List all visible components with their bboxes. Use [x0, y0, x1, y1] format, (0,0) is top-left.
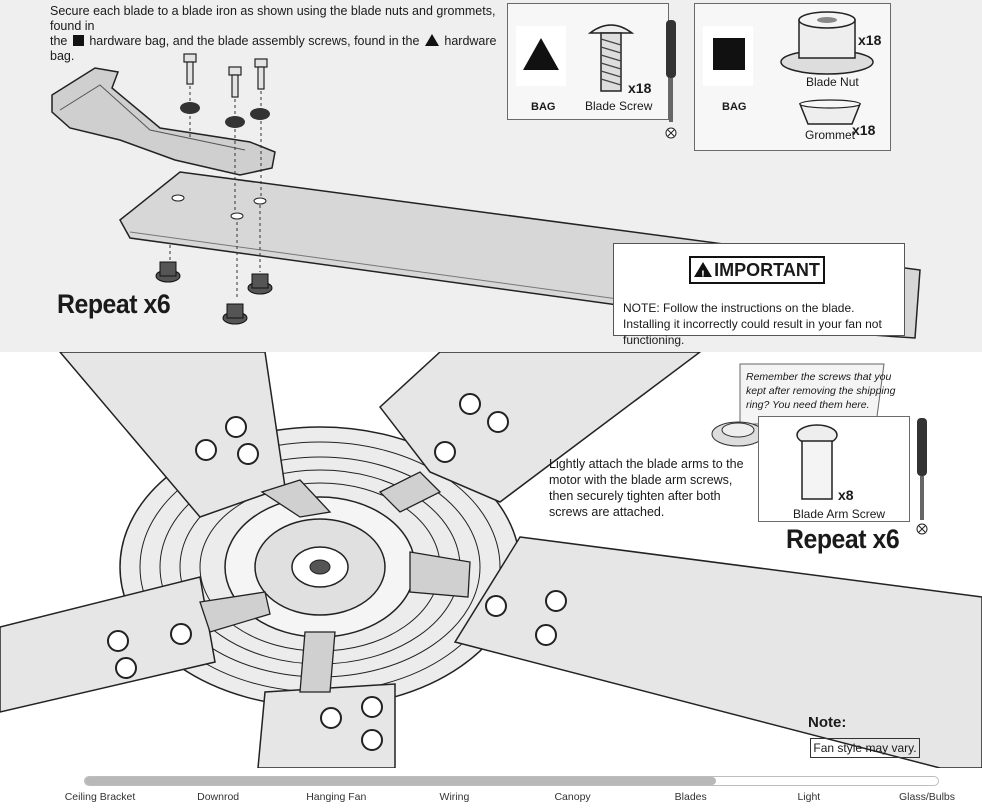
- blade-arm-screw-label: Blade Arm Screw: [793, 507, 886, 521]
- attach-instructions: Lightly attach the blade arms to the mot…: [549, 457, 744, 519]
- step-blades[interactable]: Blades: [674, 791, 707, 803]
- intro-line-2c: hardware bag.: [50, 34, 497, 63]
- intro-line-2b: hardware bag, and the blade assembly scr…: [89, 34, 420, 48]
- blade-iron-shape: [51, 67, 276, 176]
- blade-nut-icon: [780, 11, 874, 75]
- important-heading: IMPORTANT: [689, 256, 825, 287]
- blade-arm-screw-icon: [796, 424, 838, 500]
- square-bag-box: BAG x18 Blade Nut Grommet x18: [694, 3, 891, 151]
- progress-fill: [85, 777, 717, 785]
- screwdriver-icon: [916, 418, 928, 535]
- triangle-bag-icon: [424, 34, 439, 46]
- blade-arm-screw-box: x8 Blade Arm Screw: [758, 416, 910, 522]
- blade-nut-qty: x18: [858, 32, 882, 48]
- important-title-text: IMPORTANT: [714, 260, 820, 280]
- grommet-icon: [180, 102, 270, 128]
- important-callout: IMPORTANT NOTE: Follow the instructions …: [613, 243, 905, 347]
- bag-label: BAG: [531, 101, 556, 113]
- square-bag-tile: [703, 26, 753, 86]
- fan-blades: [0, 352, 982, 768]
- blade-arm-panel: Remember the screws that you kept after …: [0, 352, 982, 768]
- step-canopy[interactable]: Canopy: [554, 791, 591, 803]
- step-wiring[interactable]: Wiring: [439, 791, 470, 803]
- step-light[interactable]: Light: [797, 791, 821, 803]
- grommet-icon: [798, 99, 862, 125]
- intro-instructions: Secure each blade to a blade iron as sho…: [50, 4, 500, 64]
- blade-arm-screw-qty: x8: [838, 487, 854, 503]
- step-downrod[interactable]: Downrod: [197, 791, 240, 803]
- blade-screw-qty: x18: [628, 80, 652, 96]
- blade-iron-panel: Secure each blade to a blade iron as sho…: [0, 0, 982, 352]
- triangle-bag-tile: [516, 26, 566, 86]
- step-ceiling-bracket[interactable]: Ceiling Bracket: [64, 791, 136, 803]
- triangle-bag-icon: [523, 38, 559, 70]
- blade-nut-icon: [155, 261, 273, 325]
- grommet-qty: x18: [852, 122, 876, 138]
- intro-line-2a: the: [50, 34, 68, 48]
- blade-screw-label: Blade Screw: [585, 99, 653, 113]
- bag-label: BAG: [722, 101, 747, 113]
- square-bag-icon: [713, 38, 745, 70]
- shipping-ring-illustration: [711, 363, 885, 447]
- warning-icon: [694, 262, 713, 287]
- blade-screw-icon: [183, 53, 268, 98]
- remember-note: Remember the screws that you kept after …: [746, 371, 896, 411]
- blade-nut-label: Blade Nut: [806, 75, 859, 89]
- triangle-bag-box: BAG x18 Blade Screw: [507, 3, 669, 120]
- blade-screw-icon: [587, 24, 635, 92]
- fan-motor-illustration: [0, 352, 982, 768]
- important-note: NOTE: Follow the instructions on the bla…: [623, 301, 882, 347]
- grommet-label: Grommet: [805, 128, 856, 142]
- note-text: Fan style may vary.: [810, 738, 920, 758]
- square-bag-icon: [72, 35, 84, 46]
- screwdriver-icon: [665, 20, 677, 139]
- step-nav: Ceiling Bracket Downrod Hanging Fan Wiring C…: [0, 791, 982, 807]
- intro-line-1: Secure each blade to a blade iron as sho…: [50, 4, 496, 33]
- repeat-label-bottom: Repeat x6: [786, 524, 900, 554]
- step-glass-bulbs[interactable]: Glass/Bulbs: [898, 791, 956, 803]
- step-hanging-fan[interactable]: Hanging Fan: [306, 791, 367, 803]
- note-heading: Note:: [808, 714, 847, 731]
- repeat-label-top: Repeat x6: [57, 289, 171, 319]
- progress-bar: [84, 776, 939, 786]
